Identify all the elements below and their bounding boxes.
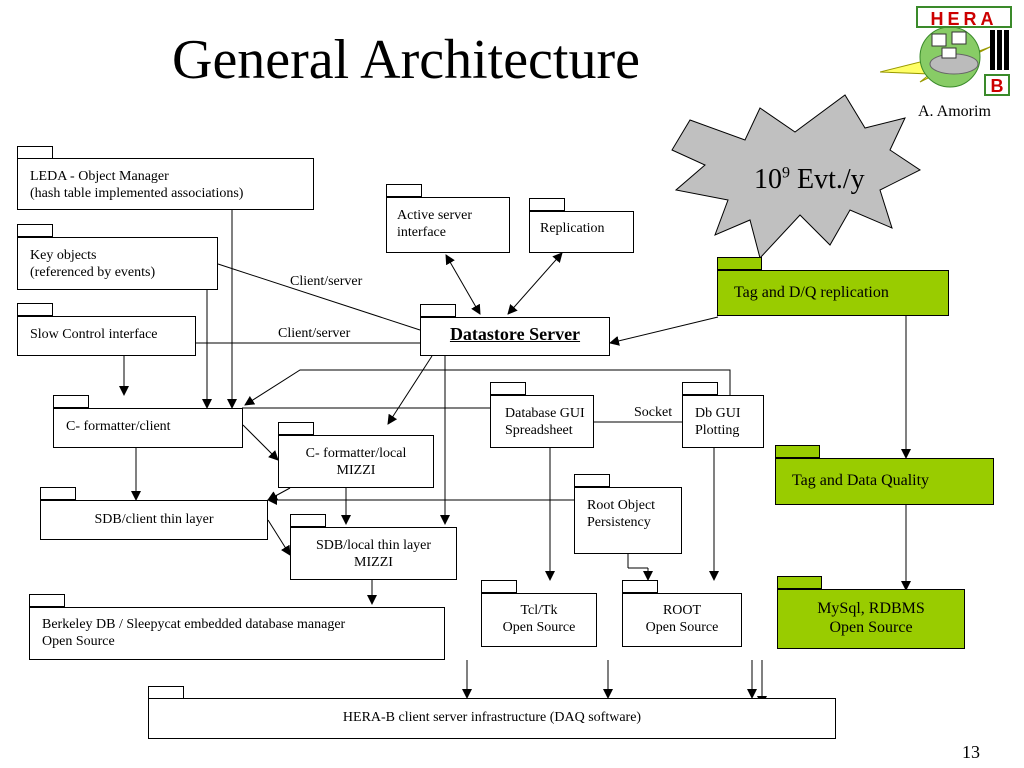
sdb-local-box-tab: [290, 514, 326, 527]
c-formatter-local-box: C- formatter/local MIZZI: [278, 435, 434, 488]
page-number: 13: [962, 742, 980, 762]
active-line1: Active server: [397, 208, 473, 223]
tag-dq-replication-box-tab: [717, 257, 762, 270]
mysql-rdbms-box: MySql, RDBMS Open Source: [777, 589, 965, 649]
tcltk-line2: Open Source: [502, 619, 576, 635]
slow-control-box: Slow Control interface: [17, 316, 196, 356]
sdb-client-box-tab: [40, 487, 76, 500]
root-obj-line2: Persistency: [587, 514, 651, 530]
author-label: A. Amorim: [918, 103, 991, 120]
root-line2: Open Source: [645, 619, 719, 635]
c-formatter-local-box-tab: [278, 422, 314, 435]
mysql-box-tab: [777, 576, 822, 589]
berkeley-line2: Open Source: [42, 633, 115, 649]
replication-box: Replication: [529, 211, 634, 253]
root-box: ROOT Open Source: [622, 593, 742, 647]
sdb-client-thin-layer-box: SDB/client thin layer: [40, 500, 268, 540]
datastore-label: Datastore Server: [449, 324, 581, 344]
tcltk-line1: Tcl/Tk: [520, 603, 558, 618]
leda-line2: (hash table implemented associations): [30, 185, 244, 201]
sdb-local-line2: MIZZI: [354, 554, 393, 570]
leda-object-manager-box: LEDA - Object Manager (hash table implem…: [17, 158, 314, 210]
active-line2: interface: [397, 224, 446, 240]
dbgui-line1: Database GUI: [505, 406, 585, 421]
active-server-interface-box: Active server interface: [386, 197, 510, 253]
tcltk-box: Tcl/Tk Open Source: [481, 593, 597, 647]
tag-data-quality-label: Tag and Data Quality: [792, 472, 930, 489]
datastore-box-tab: [420, 304, 456, 317]
c-formatter-client-box-tab: [53, 395, 89, 408]
hera-b-logo-graphic: [879, 26, 1009, 88]
logo-b-text: B: [984, 74, 1010, 96]
tag-data-quality-box-tab: [775, 445, 820, 458]
berkeley-line1: Berkeley DB / Sleepycat embedded databas…: [42, 617, 346, 632]
berkeley-db-box: Berkeley DB / Sleepycat embedded databas…: [29, 607, 445, 660]
dbplot-line2: Plotting: [695, 422, 740, 438]
key-objects-box: Key objects (referenced by events): [17, 237, 218, 290]
tag-dq-replication-label: Tag and D/Q replication: [734, 284, 889, 301]
datastore-server-box: Datastore Server: [420, 317, 610, 356]
event-rate-base: 10: [754, 164, 782, 195]
socket-label: Socket: [634, 405, 673, 420]
c-local-line1: C- formatter/local: [305, 446, 407, 461]
root-object-persistency-box: Root Object Persistency: [574, 487, 682, 554]
replication-box-tab: [529, 198, 565, 211]
event-rate-exponent: 9: [782, 164, 790, 182]
sdb-local-thin-layer-box: SDB/local thin layer MIZZI: [290, 527, 457, 580]
db-gui-plotting-box: Db GUI Plotting: [682, 395, 764, 448]
slow-control-box-tab: [17, 303, 53, 316]
key-objects-box-tab: [17, 224, 53, 237]
key-line2: (referenced by events): [30, 264, 156, 280]
tag-data-quality-box: Tag and Data Quality: [775, 458, 994, 505]
slide-title: General Architecture: [172, 29, 640, 91]
active-server-box-tab: [386, 184, 422, 197]
leda-line1: LEDA - Object Manager: [30, 169, 169, 184]
event-rate-label: 109 Evt./y: [754, 164, 865, 196]
root-box-tab: [622, 580, 658, 593]
database-gui-box-tab: [490, 382, 526, 395]
hera-b-logo: HERA B: [879, 2, 1016, 100]
logo-hera-text: HERA: [916, 6, 1012, 29]
herab-infrastructure-box: HERA-B client server infrastructure (DAQ…: [148, 698, 836, 739]
dbplot-line1: Db GUI: [695, 406, 741, 421]
berkeley-box-tab: [29, 594, 65, 607]
key-line1: Key objects: [30, 248, 97, 263]
starburst-shape: [671, 94, 921, 260]
tag-dq-replication-box: Tag and D/Q replication: [717, 270, 949, 316]
replication-label: Replication: [540, 221, 605, 236]
client-server-label-2: Client/server: [278, 326, 351, 341]
slow-control-label: Slow Control interface: [30, 327, 158, 342]
herab-label: HERA-B client server infrastructure (DAQ…: [342, 710, 642, 725]
sdb-local-line1: SDB/local thin layer: [315, 538, 432, 553]
root-object-box-tab: [574, 474, 610, 487]
c-local-line2: MIZZI: [336, 462, 376, 478]
mysql-line1: MySql, RDBMS: [817, 600, 925, 617]
root-obj-line1: Root Object: [587, 498, 656, 513]
root-line1: ROOT: [662, 603, 702, 618]
db-gui-plotting-box-tab: [682, 382, 718, 395]
c-formatter-client-label: C- formatter/client: [66, 419, 171, 434]
sdb-client-label: SDB/client thin layer: [94, 512, 214, 527]
tcltk-box-tab: [481, 580, 517, 593]
event-rate-suffix: Evt./y: [790, 164, 865, 195]
client-server-label-1: Client/server: [290, 274, 363, 289]
dbgui-line2: Spreadsheet: [505, 422, 573, 438]
mysql-line2: Open Source: [829, 619, 913, 637]
c-formatter-client-box: C- formatter/client: [53, 408, 243, 448]
database-gui-box: Database GUI Spreadsheet: [490, 395, 594, 448]
